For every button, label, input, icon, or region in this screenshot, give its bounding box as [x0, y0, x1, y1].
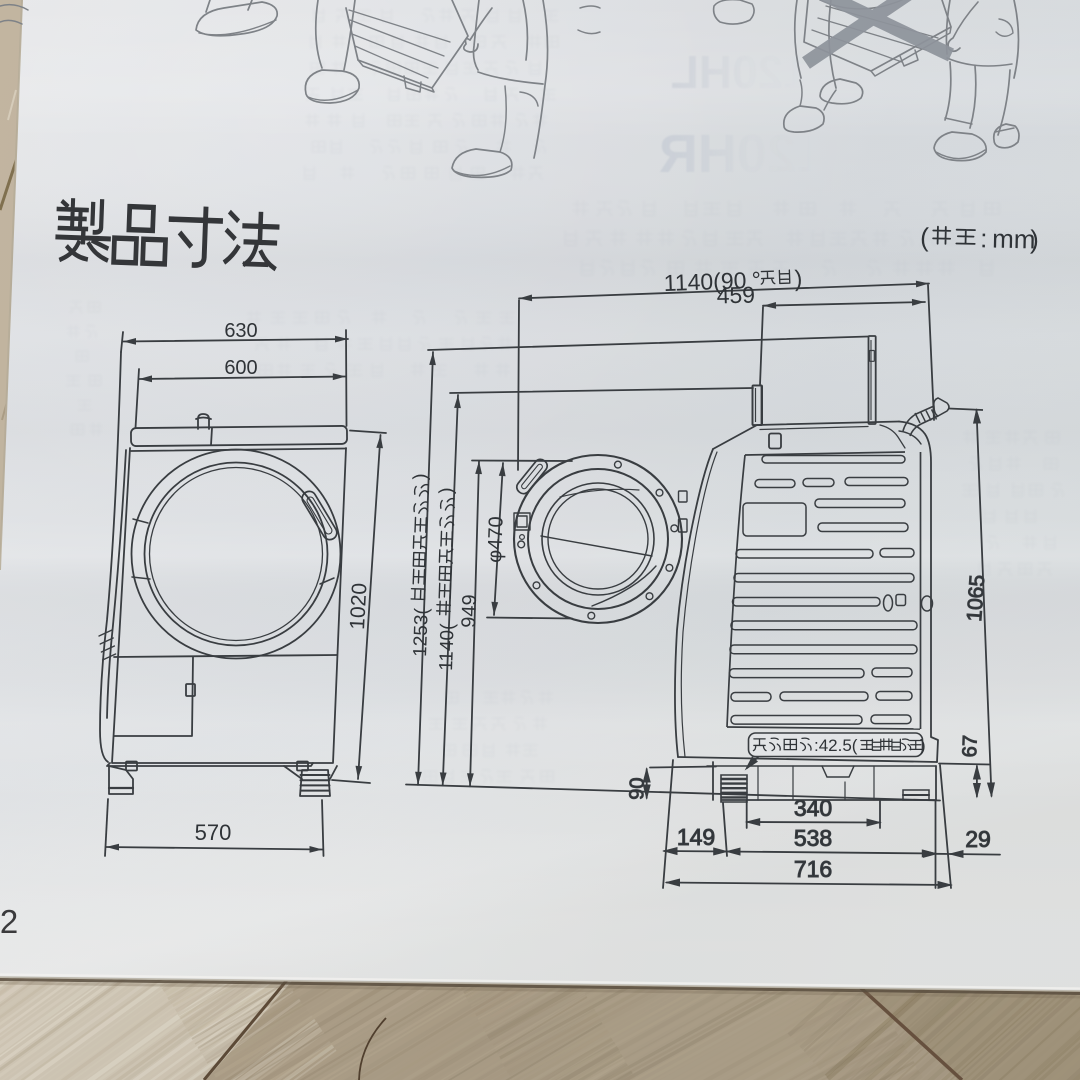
svg-text:630: 630	[224, 320, 257, 342]
svg-text:1140(90: 1140(90	[663, 267, 747, 296]
svg-text:): )	[436, 487, 457, 494]
svg-text:2: 2	[0, 903, 18, 940]
svg-text:29: 29	[965, 826, 991, 852]
svg-text:67: 67	[959, 735, 982, 758]
svg-text:716: 716	[794, 856, 832, 882]
svg-text:): )	[1030, 224, 1039, 254]
svg-text:459: 459	[716, 282, 755, 309]
svg-text:°: °	[751, 267, 761, 293]
svg-text:1020: 1020	[346, 582, 371, 630]
svg-text:90: 90	[626, 777, 649, 800]
svg-text:600: 600	[224, 357, 257, 379]
svg-text:): )	[410, 473, 431, 480]
svg-text:): )	[794, 265, 803, 291]
svg-text:949: 949	[458, 594, 481, 628]
svg-text:570: 570	[195, 820, 232, 845]
svg-text:mm: mm	[992, 224, 1036, 255]
svg-text:538: 538	[794, 825, 832, 851]
svg-text:): )	[920, 736, 926, 755]
svg-text:BD-SV120HR: BD-SV120HR	[659, 124, 995, 184]
svg-text:(: (	[920, 222, 930, 252]
svg-text::42.5(: :42.5(	[814, 736, 858, 755]
svg-text:1253(: 1253(	[410, 607, 433, 657]
svg-text::: :	[980, 223, 988, 253]
svg-text:φ470: φ470	[484, 516, 508, 563]
svg-text:1065: 1065	[963, 574, 989, 622]
svg-text:1140(: 1140(	[436, 623, 459, 672]
svg-text:340: 340	[794, 795, 832, 821]
svg-text:149: 149	[677, 824, 715, 850]
